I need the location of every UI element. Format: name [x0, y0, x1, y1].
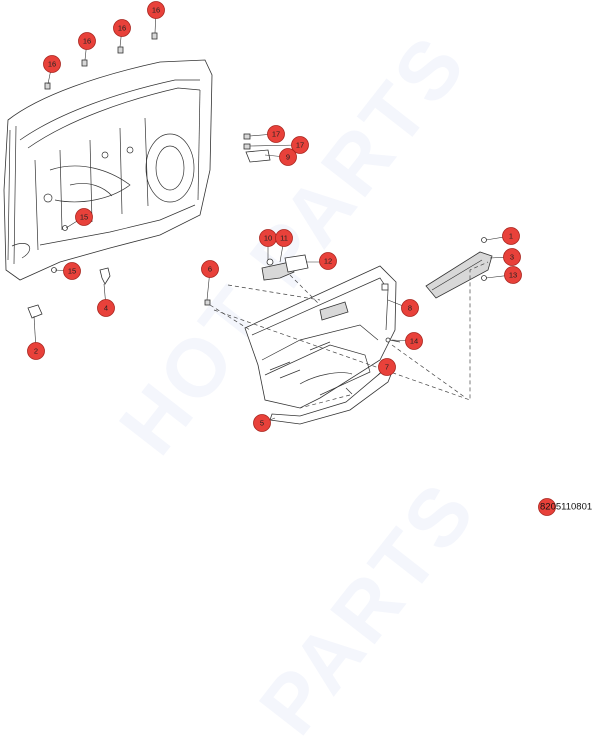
callout[interactable]: 11 — [275, 229, 293, 247]
callout-circle — [405, 332, 423, 350]
callout[interactable]: 16 — [43, 55, 61, 73]
callout-circle — [378, 358, 396, 376]
callout-label: 16 — [152, 6, 160, 15]
callout[interactable]: 10 — [259, 229, 277, 247]
callout-label: 12 — [324, 257, 332, 266]
callout[interactable]: 12 — [319, 252, 337, 270]
callout-circle — [201, 260, 219, 278]
callout-circle — [43, 55, 61, 73]
callout-circle — [27, 342, 45, 360]
callout-circle — [503, 248, 521, 266]
callout[interactable]: 17 — [267, 125, 285, 143]
callout[interactable]: 4 — [97, 299, 115, 317]
callout-label: 17 — [272, 130, 280, 139]
armrest-cover — [425, 237, 493, 299]
callout-label: 14 — [410, 337, 418, 346]
callout-circle — [97, 299, 115, 317]
callout-label: 10 — [264, 234, 272, 243]
callout-label: 15 — [80, 213, 88, 222]
callout-circle — [113, 19, 131, 37]
door-shell — [3, 59, 213, 281]
callout-circle — [538, 498, 556, 516]
callout-label: 16 — [83, 37, 91, 46]
callout[interactable]: 5 — [253, 414, 271, 432]
callout[interactable]: 16 — [113, 19, 131, 37]
callout-label: 11 — [280, 234, 288, 243]
callout-label: 4 — [104, 304, 108, 313]
callout[interactable]: 9 — [279, 148, 297, 166]
callout-label: 13 — [509, 271, 517, 280]
callout[interactable]: 15 — [63, 262, 81, 280]
callout-label: 15 — [68, 267, 76, 276]
callout-circle — [401, 299, 419, 317]
callout-label: 5 — [260, 419, 264, 428]
callout-circle — [504, 266, 522, 284]
callout-circle — [75, 208, 93, 226]
callout[interactable]: 3 — [503, 248, 521, 266]
callout-circle — [253, 414, 271, 432]
callout-label: 16 — [48, 60, 56, 69]
inner-handle — [261, 254, 309, 281]
screws — [204, 299, 401, 395]
callout[interactable]: 1 — [502, 227, 520, 245]
callout-label: 2 — [34, 347, 38, 356]
callout-label: 1 — [509, 232, 513, 241]
callout-circle — [78, 32, 96, 50]
callout-label: 8 — [408, 304, 412, 313]
callout-label: 16 — [118, 24, 126, 33]
callout[interactable]: 16 — [78, 32, 96, 50]
callout-circle — [63, 262, 81, 280]
callout[interactable]: 6 — [201, 260, 219, 278]
callout-label: 7 — [385, 363, 389, 372]
door-trim-panel — [244, 265, 397, 409]
callout[interactable]: 7 — [378, 358, 396, 376]
drawing-code: 8205110801 — [538, 498, 592, 516]
clip-parts — [27, 32, 271, 319]
drawing-code-text: 8205110801 — [540, 502, 592, 513]
callout-label: 6 — [208, 265, 212, 274]
callout-circle — [319, 252, 337, 270]
callout-label: 9 — [286, 153, 290, 162]
callout[interactable]: 15 — [75, 208, 93, 226]
callout-circle — [502, 227, 520, 245]
callout[interactable]: 16 — [147, 1, 165, 19]
callout-circle — [267, 125, 285, 143]
callout[interactable]: 8 — [401, 299, 419, 317]
callout[interactable]: 13 — [504, 266, 522, 284]
callout-label: 3 — [510, 253, 514, 262]
callout-label: 17 — [296, 141, 304, 150]
callout-circle — [291, 136, 309, 154]
callout[interactable]: 17 — [291, 136, 309, 154]
assembly-lines — [209, 261, 489, 409]
callout-circle — [147, 1, 165, 19]
callout-circle — [275, 229, 293, 247]
callout-circle — [279, 148, 297, 166]
watermark-text: PARTS — [242, 465, 493, 751]
callout[interactable]: 14 — [405, 332, 423, 350]
callout[interactable]: 2 — [27, 342, 45, 360]
